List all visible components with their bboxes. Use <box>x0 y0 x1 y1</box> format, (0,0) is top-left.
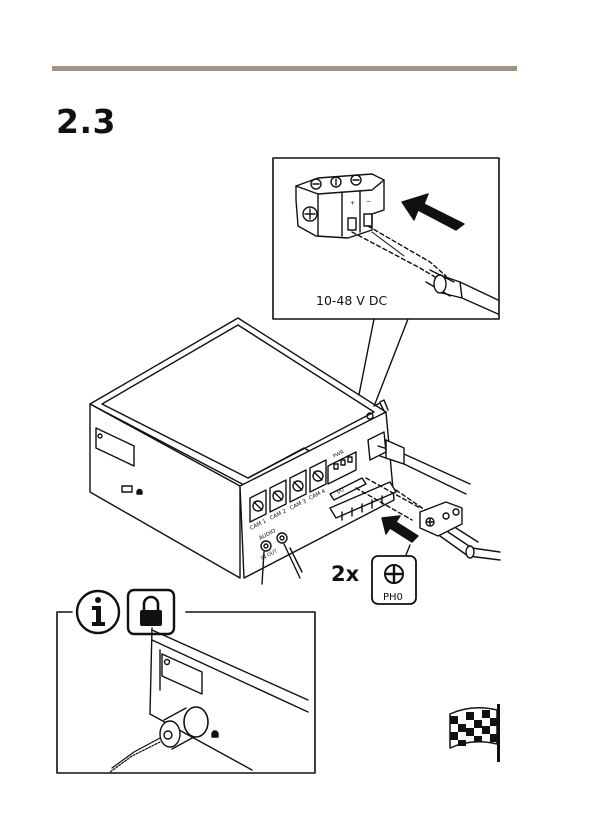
padlock-icon <box>128 590 174 634</box>
screw-quantity: 2x <box>331 562 360 586</box>
svg-text:+: + <box>350 200 355 207</box>
lock-inset <box>57 590 315 773</box>
tool-label: PH0 <box>383 592 403 603</box>
svg-text:−: − <box>366 198 371 205</box>
voltage-label: 10-48 V DC <box>316 293 387 308</box>
encoder-device: CAM 1 CAM 2 CAM 3 CAM 4 AUDIO IN OUT PWR… <box>90 318 470 584</box>
checkered-flag-icon <box>450 704 500 762</box>
info-icon <box>77 591 119 633</box>
